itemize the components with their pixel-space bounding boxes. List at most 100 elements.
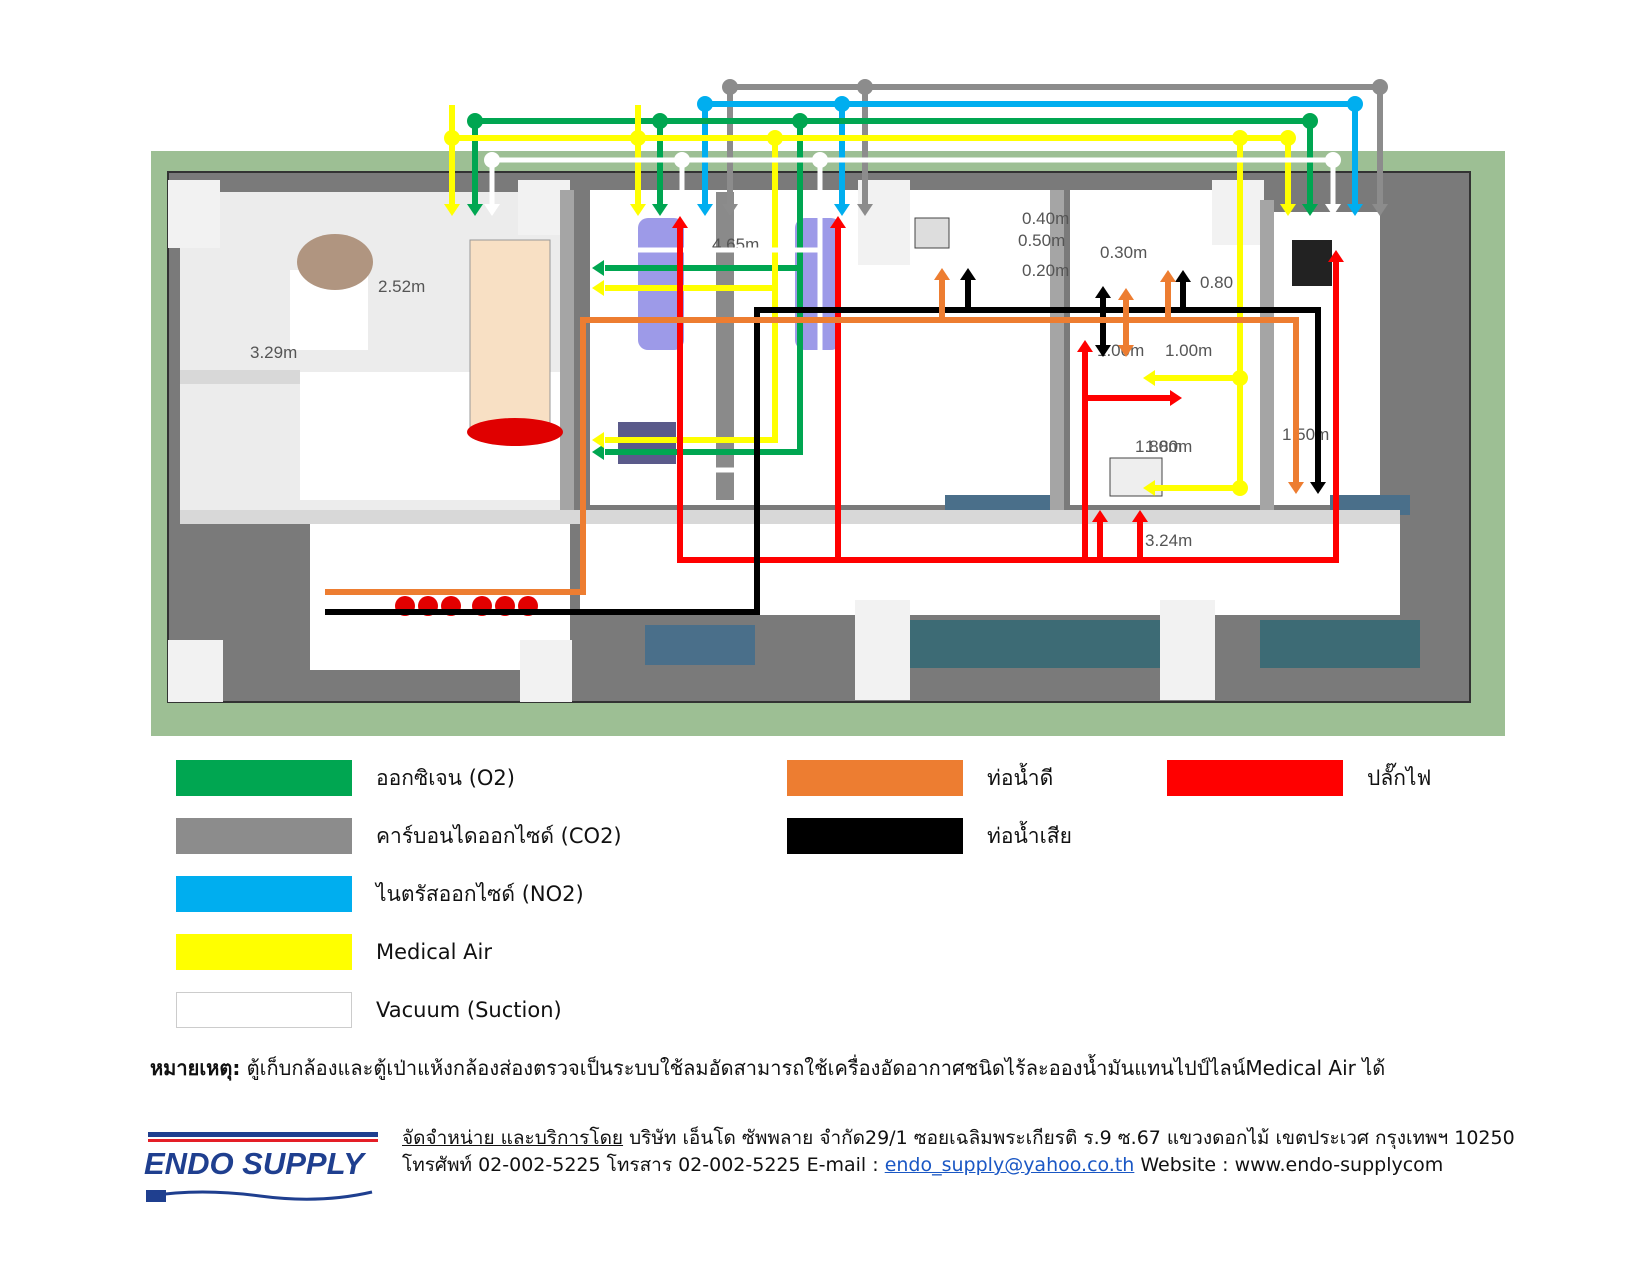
junction-medical-air xyxy=(767,130,783,146)
dimension-label: 0.80 xyxy=(1200,273,1233,292)
legend-item-medical-air: Medical Air xyxy=(176,934,492,970)
legend-label: ปลั๊กไฟ xyxy=(1367,765,1432,790)
arrow-co2 xyxy=(722,204,738,216)
junction-no2 xyxy=(1347,96,1363,112)
dimension-label: 2.52m xyxy=(378,277,425,296)
arrow-vacuum xyxy=(1325,204,1341,216)
dimension-label: 1.50m xyxy=(1282,425,1329,444)
arrow-oxygen xyxy=(652,204,668,216)
pillar xyxy=(168,640,223,702)
arrow-vacuum xyxy=(592,242,604,258)
footer-company: บริษัท เอ็นโด ซัพพลาย จำกัด29/1 ซอยเฉลิม… xyxy=(623,1127,1515,1149)
endo-supply-logo: ENDO SUPPLY xyxy=(140,1130,382,1212)
dimension-label: 3.29m xyxy=(250,343,297,362)
swatch-medical-air xyxy=(176,934,352,970)
wall-bottom xyxy=(180,510,1400,524)
footer-phone: โทรศัพท์ 02-002-5225 โทรสาร 02-002-5225 … xyxy=(402,1154,885,1176)
arrow-vacuum xyxy=(674,204,690,216)
arrow-no2 xyxy=(697,204,713,216)
legend-item-no2: ไนตรัสออกไซด์ (NO2) xyxy=(176,876,584,912)
remark-note: หมายเหตุ: ตู้เก็บกล้องและตู้เป่าแห้งกล้อ… xyxy=(150,1052,1385,1084)
arrow-vacuum xyxy=(484,204,500,216)
sink-counter-right xyxy=(1260,620,1420,668)
arrow-vacuum xyxy=(592,462,604,478)
arrow-waste-water xyxy=(1175,270,1191,282)
junction-oxygen xyxy=(467,113,483,129)
arrow-waste-water xyxy=(960,268,976,280)
dryer-machine xyxy=(1292,240,1332,286)
logo-text: ENDO SUPPLY xyxy=(144,1146,367,1181)
junction-medical-air xyxy=(1232,370,1248,386)
arrow-power xyxy=(830,216,846,228)
junction-oxygen xyxy=(652,113,668,129)
arrow-medical-air xyxy=(1143,370,1155,386)
legend: ออกซิเจน (O2) คาร์บอนไดออกไซด์ (CO2) ไนต… xyxy=(0,760,1650,1040)
arrow-clean-water xyxy=(1288,482,1304,494)
pipe-vacuum xyxy=(605,160,823,473)
junction-oxygen xyxy=(792,113,808,129)
junction-co2 xyxy=(722,79,738,95)
arrow-medical-air xyxy=(444,204,460,216)
email-link[interactable]: endo_supply@yahoo.co.th xyxy=(884,1154,1135,1176)
legend-label: ออกซิเจน (O2) xyxy=(376,765,515,790)
remark-text: ตู้เก็บกล้องและตู้เป่าแห้งกล้องส่องตรวจเ… xyxy=(240,1056,1386,1080)
wall-divider xyxy=(560,190,574,520)
dimension-label: 3.24m xyxy=(1145,531,1192,550)
pillar xyxy=(1160,600,1215,700)
meeting-table xyxy=(297,234,373,290)
footer-line-1: จัดจำหน่าย และบริการโดย บริษัท เอ็นโด ซั… xyxy=(402,1125,1515,1152)
junction-co2 xyxy=(857,79,873,95)
junction-medical-air xyxy=(444,130,460,146)
pipe-waste-water xyxy=(325,307,1321,615)
swatch-no2 xyxy=(176,876,352,912)
dimension-label: 1.80m xyxy=(1135,437,1182,456)
corridor-bottom xyxy=(580,520,1400,615)
junction-no2 xyxy=(834,96,850,112)
junction-medical-air xyxy=(1232,480,1248,496)
arrow-waste-water xyxy=(1310,482,1326,494)
legend-label: ท่อน้ำเสีย xyxy=(987,823,1072,848)
arrow-oxygen xyxy=(592,260,604,276)
pillar xyxy=(855,600,910,700)
arrow-medical-air xyxy=(1280,204,1296,216)
arrow-power xyxy=(1132,510,1148,522)
sink xyxy=(914,217,950,249)
floor-plan: 2.52m3.29m4.65m3.24m1.80m1.80m0.20m0.50m… xyxy=(151,79,1505,736)
footer-line-2: โทรศัพท์ 02-002-5225 โทรสาร 02-002-5225 … xyxy=(402,1152,1515,1179)
footer-lead: จัดจำหน่าย และบริการโดย xyxy=(402,1127,624,1149)
junction-oxygen xyxy=(1302,113,1318,129)
arrow-power xyxy=(1077,340,1093,352)
arrow-oxygen xyxy=(592,444,604,460)
arrow-medical-air xyxy=(1143,480,1155,496)
dimension-label: 0.40m xyxy=(1022,209,1069,228)
legend-label: Vacuum (Suction) xyxy=(376,998,562,1022)
dimension-label: 0.30m xyxy=(1100,243,1147,262)
arrow-co2 xyxy=(1372,204,1388,216)
legend-label: ไนตรัสออกไซด์ (NO2) xyxy=(376,881,584,906)
swatch-clean-water xyxy=(787,760,963,796)
wall-divider xyxy=(1050,190,1064,520)
arrow-medical-air xyxy=(592,432,604,448)
junction-medical-air xyxy=(1280,130,1296,146)
wall-office xyxy=(180,370,300,384)
arrow-power xyxy=(1170,390,1182,406)
arrow-clean-water xyxy=(1118,288,1134,300)
arrow-clean-water xyxy=(934,268,950,280)
pipe-oxygen xyxy=(605,121,803,455)
junction-medical-air xyxy=(1232,130,1248,146)
junction-vacuum xyxy=(674,152,690,168)
arrow-clean-water xyxy=(1160,270,1176,282)
swatch-waste-water xyxy=(787,818,963,854)
swatch-power xyxy=(1167,760,1343,796)
legend-label: Medical Air xyxy=(376,940,492,964)
pipe-power xyxy=(677,228,1339,563)
legend-label: ท่อน้ำดี xyxy=(987,765,1054,790)
legend-item-waste-water: ท่อน้ำเสีย xyxy=(787,818,1072,854)
arrow-oxygen xyxy=(467,204,483,216)
pillar xyxy=(520,640,572,702)
swatch-vacuum xyxy=(176,992,352,1028)
office-desk xyxy=(469,239,551,431)
dimension-label: 1.80m xyxy=(1145,437,1192,456)
arrow-oxygen xyxy=(1302,204,1318,216)
